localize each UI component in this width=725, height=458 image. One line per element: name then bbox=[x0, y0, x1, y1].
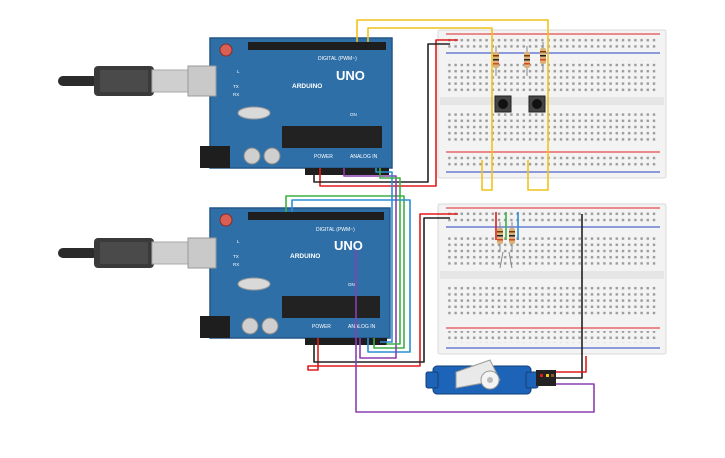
wire-black-servo[interactable] bbox=[556, 214, 583, 379]
arduino-uno-top[interactable]: UNO ARDUINO DIGITAL (PWM~) POWER ANALOG … bbox=[187, 37, 393, 175]
breadboard-bottom bbox=[437, 203, 667, 355]
board-brand: ARDUINO bbox=[292, 83, 322, 90]
led-label-rx: RX bbox=[233, 92, 239, 97]
board-brand: ARDUINO bbox=[290, 253, 320, 260]
wires bbox=[285, 19, 595, 413]
on-label: ON bbox=[348, 282, 355, 287]
wire-green-top[interactable] bbox=[379, 168, 401, 345]
digital-label: DIGITAL (PWM~) bbox=[316, 227, 355, 233]
wire-black-bottom[interactable] bbox=[313, 217, 450, 363]
reset-button-icon[interactable] bbox=[219, 43, 233, 57]
breadboard-top bbox=[437, 29, 667, 179]
led-label-l: L bbox=[237, 69, 240, 74]
analog-label: ANALOG IN bbox=[348, 324, 376, 330]
led-label-tx: TX bbox=[233, 254, 239, 259]
board-model: UNO bbox=[334, 238, 363, 253]
board-model: UNO bbox=[336, 68, 365, 83]
wire-black-top[interactable] bbox=[313, 43, 450, 183]
servo-icon[interactable] bbox=[425, 359, 556, 395]
wire-purple-servo[interactable] bbox=[355, 250, 595, 413]
wire-purple-link[interactable] bbox=[343, 168, 397, 359]
wire-green-link[interactable] bbox=[285, 195, 405, 349]
power-label: POWER bbox=[314, 154, 333, 160]
wire-blue-link[interactable] bbox=[291, 199, 411, 353]
pushbutton-icon[interactable] bbox=[528, 95, 546, 113]
wire-red-top[interactable] bbox=[319, 39, 458, 187]
on-label: ON bbox=[350, 112, 357, 117]
led-label-tx: TX bbox=[233, 84, 239, 89]
wire-red-bottom[interactable] bbox=[307, 213, 458, 371]
usb-cable-icon bbox=[58, 66, 189, 96]
resistor-icon[interactable] bbox=[497, 222, 503, 252]
wire-yellow-1[interactable] bbox=[356, 19, 549, 191]
wire-red-servo[interactable] bbox=[556, 356, 587, 373]
led-label-rx: RX bbox=[233, 262, 239, 267]
power-label: POWER bbox=[312, 324, 331, 330]
wire-yellow-2[interactable] bbox=[367, 27, 493, 191]
wire-blue-top[interactable] bbox=[375, 168, 393, 343]
resistor-icon[interactable] bbox=[493, 46, 499, 76]
potentiometer-legs bbox=[499, 251, 513, 269]
digital-label: DIGITAL (PWM~) bbox=[318, 56, 357, 62]
resistor-icon[interactable] bbox=[509, 222, 515, 252]
arduino-uno-bottom[interactable]: UNO ARDUINO DIGITAL (PWM~) POWER ANALOG … bbox=[187, 207, 391, 345]
reset-button-icon[interactable] bbox=[219, 213, 233, 227]
led-label-l: L bbox=[237, 239, 240, 244]
resistor-icon[interactable] bbox=[540, 42, 546, 72]
resistor-icon[interactable] bbox=[524, 46, 530, 76]
analog-label: ANALOG IN bbox=[350, 154, 378, 160]
usb-cable-icon bbox=[58, 238, 189, 268]
pushbutton-icon[interactable] bbox=[494, 95, 512, 113]
